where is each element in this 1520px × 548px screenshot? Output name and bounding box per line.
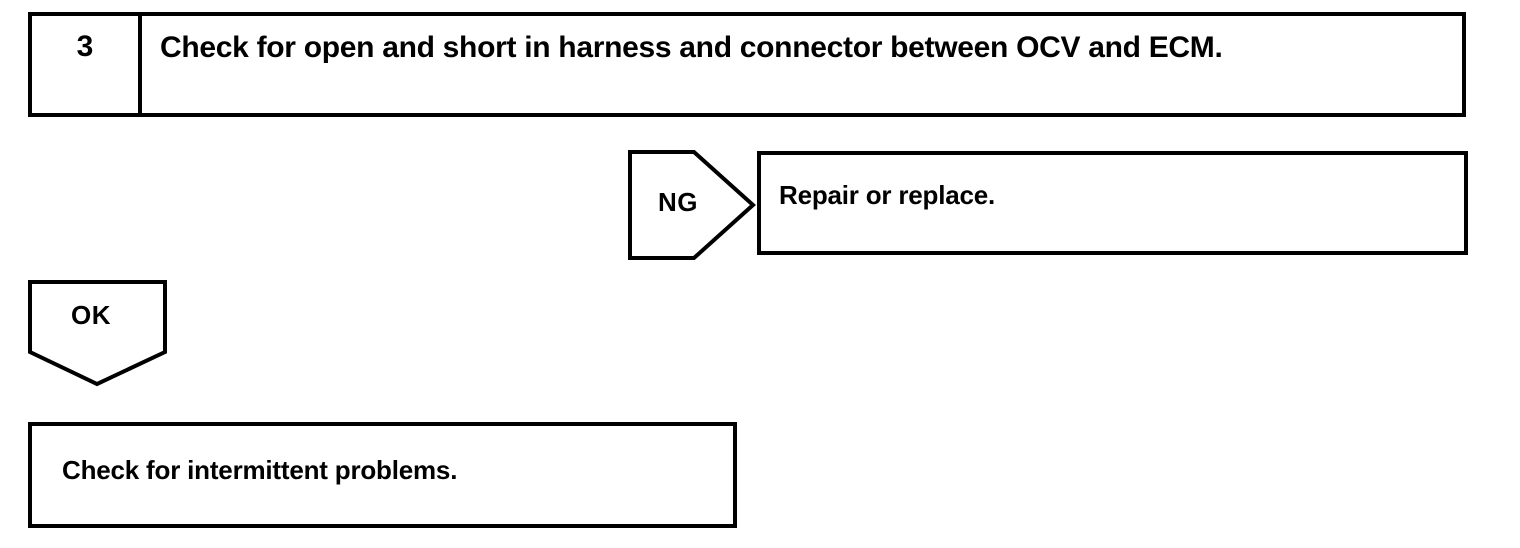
ok-branch-connector: OK <box>28 280 167 387</box>
step-instruction-cell: Check for open and short in harness and … <box>142 16 1462 113</box>
ng-branch-label: NG <box>658 187 698 217</box>
step-number-cell: 3 <box>32 16 142 113</box>
ng-branch-connector: NG <box>628 150 756 260</box>
ok-result-text: Check for intermittent problems. <box>62 455 458 485</box>
ok-result-box: Check for intermittent problems. <box>28 422 737 528</box>
down-arrow-pentagon-icon <box>28 280 167 387</box>
right-arrow-pentagon-icon <box>628 150 756 260</box>
ok-branch-label: OK <box>71 300 111 330</box>
step-row: 3 Check for open and short in harness an… <box>28 12 1466 117</box>
ng-result-text: Repair or replace. <box>779 180 996 210</box>
step-instruction-text: Check for open and short in harness and … <box>160 31 1223 64</box>
step-number: 3 <box>76 30 94 63</box>
ng-result-box: Repair or replace. <box>757 151 1468 255</box>
